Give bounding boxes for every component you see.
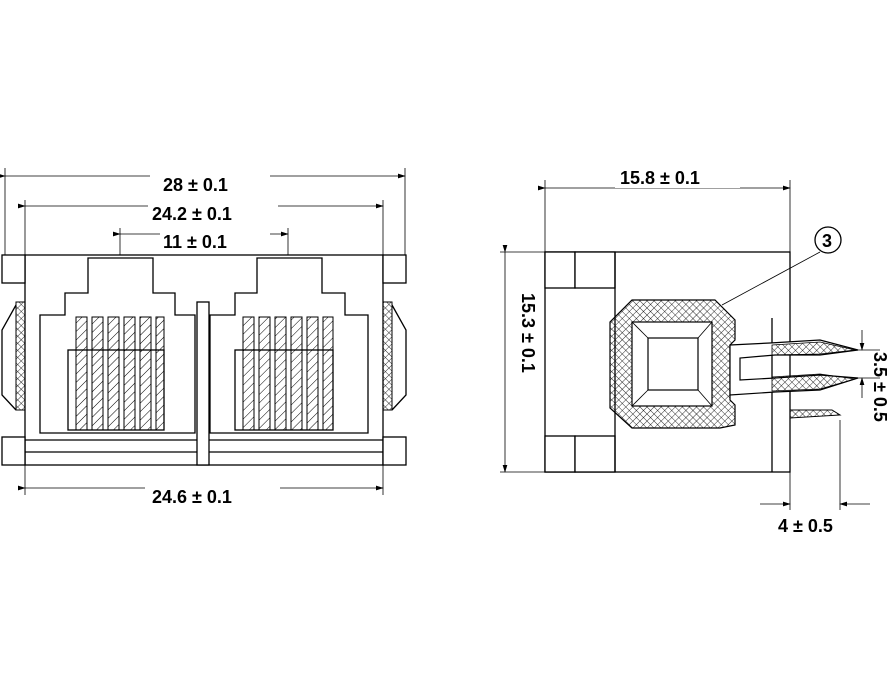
port-right-opening [209,257,369,434]
port-right-contacts [242,316,334,431]
port-left-contacts [75,316,165,431]
tab-bottom-right [382,436,407,466]
callout-number: 3 [822,231,832,251]
shield-right-outline [391,304,407,411]
pin-upper-hatch [771,341,856,356]
center-divider [196,301,210,466]
bevel-line [697,321,713,339]
contact-pin [91,316,104,431]
pin-lower-hatch [771,373,856,392]
bevel-line [631,321,649,339]
contact-pin [107,316,120,431]
side-tab-bottom [574,435,616,473]
dim-pin-pitch: 3.5 ± 0.5 [870,352,890,422]
dim-inner-width: 24.2 ± 0.1 [152,204,232,224]
shield-left [15,301,26,411]
tab-top-right [382,254,407,284]
contact-pin [123,316,136,431]
dim-pitch: 11 ± 0.1 [163,232,227,252]
boardlock-pin [789,409,842,419]
side-tab-top [574,251,616,289]
callout-leader [721,251,821,306]
inner-square [647,337,699,391]
side-view: 15.8 ± 0.1 15.3 ± 0.1 3 [500,166,890,536]
side-tab-top-left [544,251,576,289]
dim-text-bg [615,166,740,188]
dim-text-bg [145,484,280,506]
callout-circle [814,226,842,254]
tab-top-left [1,254,26,284]
contact-pin [242,316,255,431]
dim-text-bg [148,202,278,224]
contact-pin [75,316,88,431]
tab-bottom-left [1,436,26,466]
shield-left-outline [1,304,17,411]
dim-total-width: 28 ± 0.1 [163,175,228,195]
contact-pin [155,316,165,431]
dim-depth: 15.8 ± 0.1 [620,168,700,188]
contact-pin [306,316,319,431]
contact-pin [290,316,303,431]
contact-pin [139,316,152,431]
contact-pin [322,316,334,431]
port-left-opening [39,257,196,434]
bevel-line [631,389,649,407]
dim-bottom-width: 24.6 ± 0.1 [152,487,232,507]
bevel-line [697,389,713,407]
dim-text-bg [160,230,270,252]
contact-pin [274,316,287,431]
front-view: 28 ± 0.1 24.2 ± 0.1 11 ± 0.1 [0,168,407,507]
contact-pin [258,316,271,431]
dim-text-bg [150,172,270,194]
shield-right [382,301,393,411]
side-tab-bottom-left [544,435,576,473]
dim-pin-length: 4 ± 0.5 [778,516,833,536]
dim-height: 15.3 ± 0.1 [518,293,538,373]
